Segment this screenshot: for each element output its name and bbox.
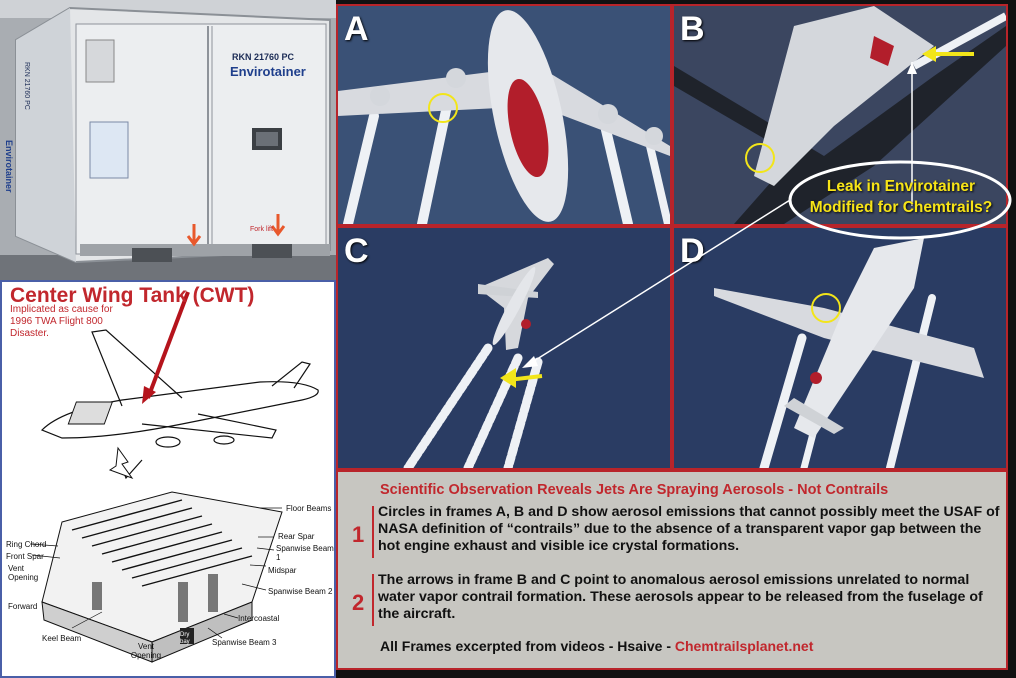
frame-a: A bbox=[336, 4, 672, 226]
label-spanwise-beam-1: Spanwise Beam 1 bbox=[276, 544, 334, 562]
label-spanwise-beam-3: Spanwise Beam 3 bbox=[212, 638, 277, 647]
label-ring-chord: Ring Chord bbox=[6, 540, 47, 549]
item-2-bar bbox=[372, 574, 374, 626]
fork-lift-label: Fork lift bbox=[250, 226, 273, 233]
item-1-text: Circles in frames A, B and D show aeroso… bbox=[378, 504, 1000, 554]
item-2-number: 2 bbox=[352, 590, 365, 615]
cwt-diagram-panel: Center Wing Tank (CWT) Implicated as cau… bbox=[0, 280, 336, 678]
label-vent-opening-bottom: Vent Opening bbox=[130, 642, 162, 660]
footer-site-link[interactable]: Chemtrailsplanet.net bbox=[674, 638, 814, 654]
label-midspar: Midspar bbox=[268, 566, 297, 575]
envirotainer-photo: RKN 21760 PC Envirotainer Envirotainer R… bbox=[0, 0, 336, 280]
label-dry-bay: Dry bay bbox=[180, 632, 190, 645]
cwt-line-drawing bbox=[29, 291, 319, 663]
label-intercoastal: Intercoastal bbox=[238, 614, 280, 623]
frame-d: D bbox=[672, 226, 1008, 470]
item-2-text: The arrows in frame B and C point to ano… bbox=[378, 572, 983, 622]
label-front-spar: Front Spar bbox=[6, 552, 44, 561]
frame-d-jet-image bbox=[674, 228, 1006, 468]
cwt-note: Implicated as cause for 1996 TWA Flight … bbox=[10, 304, 113, 339]
side-code: RKN 21760 PC bbox=[23, 62, 30, 110]
cwt-title: Center Wing Tank (CWT) bbox=[10, 284, 255, 307]
frame-c-letter: C bbox=[344, 232, 369, 270]
frame-d-letter: D bbox=[680, 232, 705, 270]
caption-panel: Scientific Observation Reveals Jets Are … bbox=[336, 470, 1008, 670]
frame-a-letter: A bbox=[344, 10, 369, 48]
label-floor-beams: Floor Beams bbox=[286, 504, 332, 513]
label-keel-beam: Keel Beam bbox=[42, 634, 82, 643]
item-1-bar bbox=[372, 506, 374, 558]
caption-title: Scientific Observation Reveals Jets Are … bbox=[380, 482, 889, 498]
side-brand: Envirotainer bbox=[4, 140, 14, 193]
label-rear-spar: Rear Spar bbox=[278, 532, 315, 541]
envirotainer-illustration bbox=[0, 0, 336, 280]
frame-b-letter: B bbox=[680, 10, 705, 48]
label-forward: Forward bbox=[8, 602, 38, 611]
leak-callout-text: Leak in Envirotainer Modified for Chemtr… bbox=[780, 176, 1016, 218]
frame-a-jet-image bbox=[338, 6, 670, 224]
label-vent-opening-left: Vent Opening bbox=[8, 564, 39, 582]
frame-c: C bbox=[336, 226, 672, 470]
item-1-number: 1 bbox=[352, 522, 365, 547]
leak-callout-line1: Leak in Envirotainer bbox=[826, 178, 976, 195]
footer-credit: All Frames excerpted from videos - Hsaiv… bbox=[380, 638, 675, 654]
container-code-label: RKN 21760 PC bbox=[232, 52, 295, 62]
frame-c-jet-image bbox=[338, 228, 670, 468]
leak-callout-line2: Modified for Chemtrails? bbox=[809, 199, 993, 216]
label-spanwise-beam-2: Spanwise Beam 2 bbox=[268, 587, 333, 596]
envirotainer-brand: Envirotainer bbox=[230, 64, 306, 79]
caption-footer: All Frames excerpted from videos - Hsaiv… bbox=[380, 638, 813, 654]
